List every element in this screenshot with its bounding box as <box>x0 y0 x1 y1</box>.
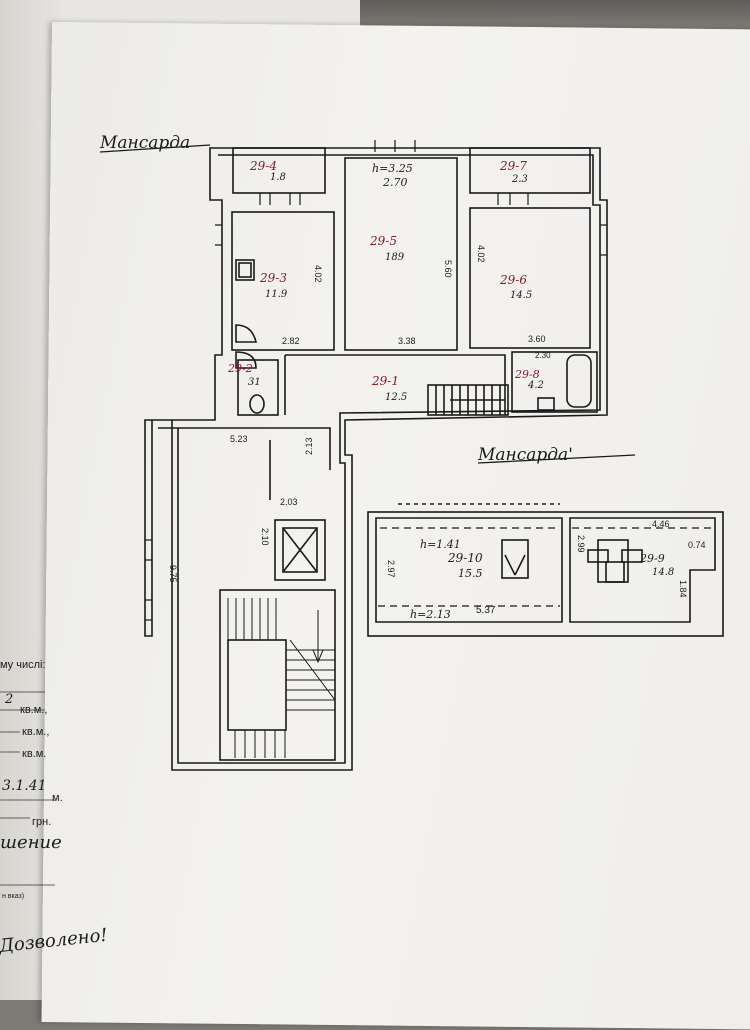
inner-outline <box>177 154 601 764</box>
height-1-41: h=1.41 <box>420 538 461 551</box>
room-29-2-area: 31 <box>248 377 261 388</box>
room-29-2-id: 29-2 <box>227 362 253 375</box>
height-label: h=3.25 <box>372 162 413 175</box>
stove <box>235 259 255 281</box>
dim-5-23: 5.23 <box>230 434 248 444</box>
dim-2-13: 2.13 <box>304 437 314 455</box>
room-29-1-area: 12.5 <box>385 392 407 403</box>
skylight-29-10 <box>501 539 529 579</box>
dim-3-60: 3.60 <box>528 334 546 344</box>
dim-2-10: 2.10 <box>260 528 270 546</box>
room-29-4-outline <box>232 147 326 194</box>
room-29-10-id: 29-10 <box>447 551 483 565</box>
dim-1-84: 1.84 <box>678 580 688 598</box>
dim-4-46: 4.46 <box>652 519 670 529</box>
hall-wall <box>158 427 331 470</box>
room-29-1-id: 29-1 <box>371 374 399 388</box>
corridor-wall <box>285 354 506 415</box>
room-29-5-outline <box>344 157 458 351</box>
room-29-7-outline <box>469 147 591 194</box>
form-unit-3: кв.м. <box>22 748 46 760</box>
sink <box>537 397 555 411</box>
dim-2-99: 2.99 <box>576 535 586 553</box>
dim-0-74: 0.74 <box>688 540 706 550</box>
dim-4-02-b: 4.02 <box>476 245 486 263</box>
room-29-8-outline <box>511 351 598 413</box>
bathtub <box>566 354 592 408</box>
room-29-4-area: 1.8 <box>270 172 286 183</box>
dim-3-38: 3.38 <box>398 336 416 346</box>
dim-9-75: 9.75 <box>168 565 178 583</box>
corner-sink <box>235 324 258 343</box>
room-29-6-id: 29-6 <box>499 273 527 287</box>
room-29-4-id: 29-4 <box>249 159 277 173</box>
room-29-2-outline <box>237 359 279 416</box>
dim-2-30: 2.30 <box>535 351 551 360</box>
room-29-7-area: 2.3 <box>511 174 528 185</box>
stairwell <box>219 589 336 761</box>
room-29-6-area: 14.5 <box>510 290 532 301</box>
floor-plan-drawing: Мансарда Мансарда' 29-4 1.8 h=3.25 2.70 … <box>0 133 724 957</box>
elevator-shaft <box>274 519 326 581</box>
dim-5-60: 5.60 <box>443 260 453 278</box>
form-unit-1: кв.м., <box>20 704 47 716</box>
form-value-1: 2 <box>4 692 13 707</box>
dim-4-02-a: 4.02 <box>313 265 323 283</box>
room-29-5-id: 29-5 <box>369 234 397 248</box>
room-29-3-id: 29-3 <box>259 271 287 285</box>
form-signature-1: шение <box>0 832 62 853</box>
room-29-10-area: 15.5 <box>458 567 483 580</box>
form-currency: грн. <box>32 816 51 828</box>
room-29-6-outline <box>469 207 591 349</box>
form-unit-m: м. <box>52 792 63 804</box>
form-signature-2: Дозволено! <box>0 925 109 957</box>
room-29-9-id: 29-9 <box>639 552 665 565</box>
height-2-13: h=2.13 <box>410 608 451 621</box>
label-mansarda-top: Мансарда <box>99 133 190 153</box>
form-note: н вказ) <box>2 893 24 900</box>
room-29-3-outline <box>231 211 335 351</box>
outer-wall <box>144 147 608 771</box>
dim-2-03: 2.03 <box>280 497 298 507</box>
annex-inner <box>375 517 563 623</box>
form-line-1: му числі: <box>0 659 46 671</box>
dim-2-97: 2.97 <box>386 560 396 578</box>
height-label-2: 2.70 <box>382 176 408 189</box>
form-unit-2: кв.м., <box>22 726 49 738</box>
room-29-8-area: 4.2 <box>527 380 544 391</box>
room-29-7-id: 29-7 <box>499 159 527 173</box>
form-area-total: 3.1.41 <box>2 778 47 794</box>
windows <box>145 140 607 621</box>
dim-2-82: 2.82 <box>282 336 300 346</box>
room-29-8-id: 29-8 <box>514 368 540 381</box>
toilet <box>249 394 265 414</box>
dim-5-37: 5.37 <box>476 605 496 616</box>
room-29-5-area: 189 <box>385 252 405 263</box>
room-29-9-area: 14.8 <box>652 567 674 578</box>
room-29-3-area: 11.9 <box>265 289 288 300</box>
annex-outer <box>367 511 724 637</box>
